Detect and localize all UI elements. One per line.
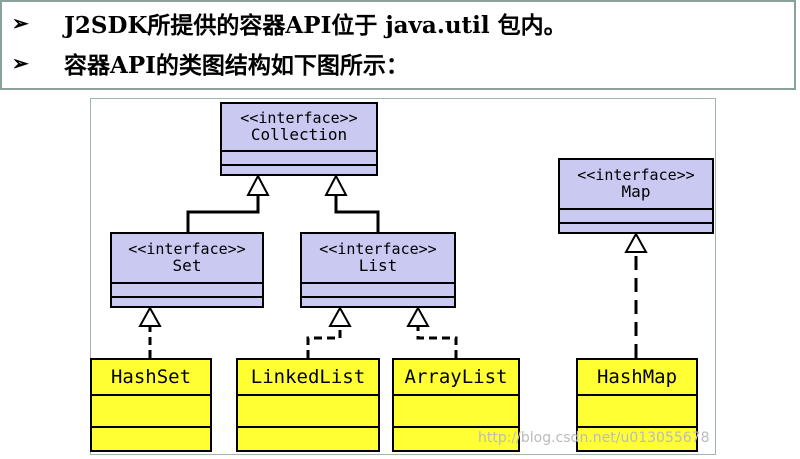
map-name-compartment: <<interface>> Map bbox=[560, 160, 712, 210]
bullet-item-2: ➢ 容器API的类图结构如下图所示： bbox=[12, 48, 409, 79]
watermark-url: http://blog.csdn.net/u013055678 bbox=[478, 430, 710, 446]
arrow-bullet-icon: ➢ bbox=[12, 11, 29, 35]
collection-name: Collection bbox=[250, 125, 348, 145]
collection-stereotype: <<interface>> bbox=[240, 108, 358, 127]
hashmap-class-box: HashMap bbox=[576, 358, 698, 452]
collection-interface-box: <<interface>> Collection bbox=[220, 102, 378, 176]
list-interface-box: <<interface>> List bbox=[300, 232, 456, 308]
list-to-collection-line bbox=[334, 195, 380, 232]
list-operations bbox=[302, 298, 454, 306]
arraylist-name: ArrayList bbox=[404, 365, 508, 388]
bullet-item-1: ➢ J2SDK所提供的容器API位于 java.util 包内。 bbox=[12, 8, 567, 39]
collection-attributes bbox=[222, 152, 376, 166]
map-operations bbox=[560, 224, 712, 232]
list-left-arrowhead bbox=[328, 305, 352, 327]
linkedlist-name-compartment: LinkedList bbox=[238, 360, 378, 396]
bullet-text-2: 容器API的类图结构如下图所示： bbox=[64, 52, 409, 79]
collection-left-arrowhead bbox=[246, 173, 270, 196]
bullet-text-1: J2SDK所提供的容器API位于 java.util 包内。 bbox=[64, 12, 567, 39]
hashset-operations bbox=[92, 428, 210, 450]
hashset-class-box: HashSet bbox=[90, 358, 212, 452]
map-name: Map bbox=[621, 182, 651, 202]
linkedlist-name: LinkedList bbox=[250, 365, 366, 388]
hashset-name-compartment: HashSet bbox=[92, 360, 210, 396]
map-attributes bbox=[560, 210, 712, 224]
arraylist-name-compartment: ArrayList bbox=[394, 360, 518, 396]
set-name: Set bbox=[172, 256, 202, 276]
set-arrowhead bbox=[138, 305, 162, 327]
collection-operations bbox=[222, 166, 376, 174]
list-attributes bbox=[302, 284, 454, 298]
linkedlist-operations bbox=[238, 428, 378, 450]
map-stereotype: <<interface>> bbox=[577, 165, 695, 184]
map-interface-box: <<interface>> Map bbox=[558, 158, 714, 234]
hashset-name: HashSet bbox=[110, 365, 192, 388]
hashset-attributes bbox=[92, 396, 210, 428]
list-name-compartment: <<interface>> List bbox=[302, 234, 454, 284]
arraylist-class-box: ArrayList bbox=[392, 358, 520, 452]
hashmap-name: HashMap bbox=[596, 365, 678, 388]
hashmap-name-compartment: HashMap bbox=[578, 360, 696, 396]
linkedlist-attributes bbox=[238, 396, 378, 428]
slide-header: ➢ J2SDK所提供的容器API位于 java.util 包内。 ➢ 容器API… bbox=[0, 0, 796, 90]
list-name: List bbox=[358, 256, 398, 276]
set-name-compartment: <<interface>> Set bbox=[112, 234, 262, 284]
collection-right-arrowhead bbox=[324, 173, 348, 196]
hashmap-attributes bbox=[578, 396, 696, 428]
list-stereotype: <<interface>> bbox=[319, 239, 437, 258]
linkedlist-class-box: LinkedList bbox=[236, 358, 380, 452]
set-attributes bbox=[112, 284, 262, 298]
collection-name-compartment: <<interface>> Collection bbox=[222, 104, 376, 152]
arrow-bullet-icon: ➢ bbox=[12, 51, 29, 75]
set-stereotype: <<interface>> bbox=[128, 239, 246, 258]
arraylist-attributes bbox=[394, 396, 518, 428]
set-interface-box: <<interface>> Set bbox=[110, 232, 264, 308]
list-right-arrowhead bbox=[406, 305, 430, 327]
set-to-collection-line bbox=[186, 195, 260, 232]
set-operations bbox=[112, 298, 262, 306]
arraylist-to-list-line bbox=[416, 326, 458, 358]
linkedlist-to-list-line bbox=[306, 326, 342, 358]
map-arrowhead bbox=[624, 231, 648, 253]
